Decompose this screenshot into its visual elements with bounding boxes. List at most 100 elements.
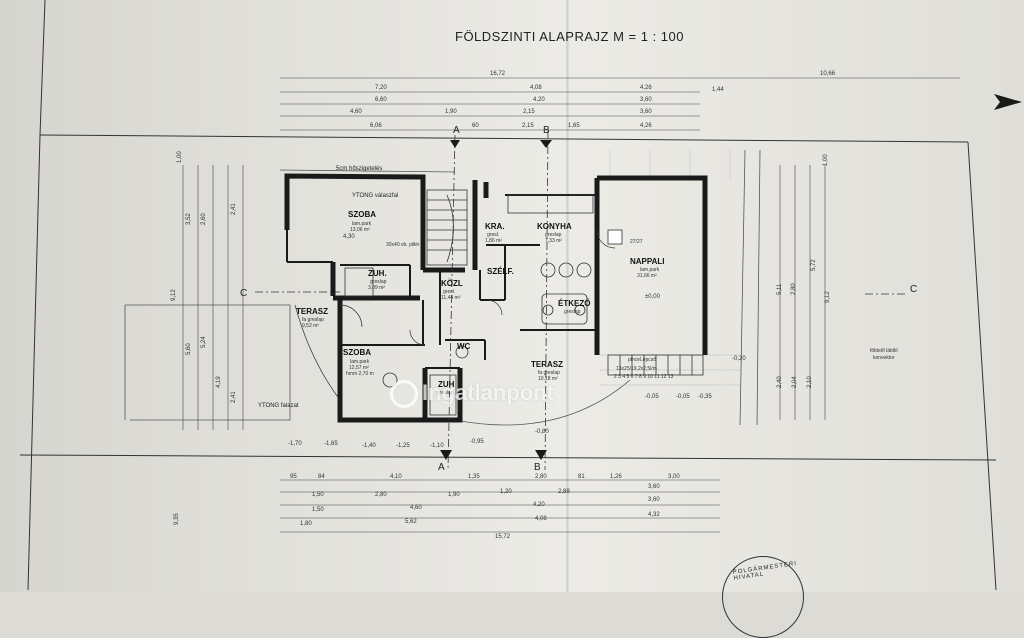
- svg-text:hmm 2,70 m: hmm 2,70 m: [346, 371, 374, 377]
- interior-walls: [286, 194, 597, 369]
- svg-text:5,11: 5,11: [777, 283, 783, 295]
- svg-text:84: 84: [318, 474, 325, 480]
- drawing-title: FÖLDSZINTI ALAPRAJZ M = 1 : 100: [455, 29, 684, 44]
- svg-text:fa greslap: fa greslap: [302, 317, 324, 323]
- note-pince: pinceLépcső: [628, 357, 656, 363]
- sheet-border: [19, 0, 997, 591]
- svg-text:3,60: 3,60: [640, 97, 652, 103]
- room-szoba-2: SZOBA: [343, 348, 371, 357]
- svg-text:3,09 m²: 3,09 m²: [368, 285, 385, 291]
- svg-text:9,35: 9,35: [174, 513, 180, 525]
- svg-text:±0,00: ±0,00: [645, 294, 661, 300]
- svg-text:11,44 m²: 11,44 m²: [441, 295, 461, 301]
- official-stamp: POLGÁRMESTERI HIVATAL: [722, 556, 804, 638]
- door-swings: [294, 229, 616, 401]
- svg-text:fa greslap: fa greslap: [538, 370, 560, 376]
- svg-text:2,80: 2,80: [535, 474, 547, 480]
- svg-text:4,08: 4,08: [535, 516, 547, 522]
- svg-text:10,66: 10,66: [820, 71, 836, 77]
- svg-text:1,20: 1,20: [500, 489, 512, 495]
- svg-text:5,60: 5,60: [186, 343, 192, 355]
- svg-text:3,60: 3,60: [648, 497, 660, 503]
- svg-text:-1,40: -1,40: [362, 443, 376, 449]
- bottom-dimensions: 95 84 4,10 1,35 2,80 81 1,26 3,00 1,50 2…: [174, 474, 680, 540]
- svg-text:5,62: 5,62: [405, 519, 417, 525]
- svg-text:greslap: greslap: [545, 232, 562, 238]
- svg-text:4,19: 4,19: [216, 376, 222, 388]
- note-steps: 2 3 4 5 6 7 8 9 10 11 12 13: [614, 374, 674, 380]
- room-konyha: KONYHA: [537, 222, 572, 231]
- paper-fold: [566, 0, 569, 592]
- svg-text:1,00: 1,00: [823, 154, 829, 166]
- svg-text:2,40: 2,40: [777, 376, 783, 388]
- svg-text:10,18 m²: 10,18 m²: [538, 376, 558, 382]
- svg-text:2,89: 2,89: [558, 489, 570, 495]
- section-lines: [255, 129, 905, 471]
- svg-text:3,00: 3,00: [668, 474, 680, 480]
- note-ytong-valaszfal: YTONG válaszfal: [352, 193, 398, 199]
- room-terasz-2: TERASZ: [531, 360, 563, 369]
- svg-text:1,80: 1,80: [300, 521, 312, 527]
- svg-text:1,50: 1,50: [312, 507, 324, 513]
- svg-text:4,20: 4,20: [533, 97, 545, 103]
- svg-text:2,80: 2,80: [375, 492, 387, 498]
- svg-text:greslap: greslap: [564, 309, 581, 315]
- note-kemeny: 27/27: [630, 239, 643, 245]
- svg-text:60: 60: [472, 123, 479, 129]
- note-konvektor: konvektor: [873, 355, 895, 361]
- svg-text:-0,05: -0,05: [676, 394, 690, 400]
- svg-text:3,60: 3,60: [640, 109, 652, 115]
- svg-text:81: 81: [578, 474, 585, 480]
- svg-text:7,33 m²: 7,33 m²: [545, 238, 562, 244]
- svg-text:1,00: 1,00: [177, 151, 183, 163]
- svg-text:-1,25: -1,25: [396, 443, 410, 449]
- exterior-walls: [284, 173, 708, 423]
- drawing-sheet: [0, 0, 1024, 592]
- svg-text:4,30: 4,30: [343, 234, 355, 240]
- right-dimension-lines: [779, 165, 826, 420]
- svg-text:1,86 m²: 1,86 m²: [485, 238, 502, 244]
- svg-text:16,72: 16,72: [490, 71, 506, 77]
- svg-text:gresl.: gresl.: [443, 289, 455, 295]
- svg-text:greslap: greslap: [370, 279, 387, 285]
- top-dimension-lines: [280, 77, 960, 131]
- svg-text:2,10: 2,10: [807, 376, 813, 388]
- top-dimensions: 16,72 10,66 7,20 4,08 4,26 1,44 6,60 4,2…: [350, 71, 836, 129]
- fixtures: [344, 194, 623, 416]
- level-marks: -1,70 -1,65 -1,40 -1,25 -1,10 -0,95 -0,8…: [288, 356, 746, 449]
- plan-notes: YTONG válaszfal YTONG falazat 5cm hőszig…: [258, 166, 898, 409]
- section-c-right: C: [910, 284, 917, 295]
- left-dimension-lines: [182, 165, 244, 430]
- svg-text:1,44: 1,44: [712, 87, 724, 93]
- svg-text:4,60: 4,60: [350, 109, 362, 115]
- svg-text:2,41: 2,41: [231, 203, 237, 215]
- svg-text:lam.park: lam.park: [352, 221, 372, 227]
- svg-text:2,60: 2,60: [201, 213, 207, 225]
- svg-text:1,65: 1,65: [568, 123, 580, 129]
- svg-text:2,15: 2,15: [522, 123, 534, 129]
- svg-text:1,26: 1,26: [610, 474, 622, 480]
- room-kozl: KÖZL: [441, 279, 463, 288]
- note-hoszigeteles: 5cm hőszigetelés: [336, 166, 382, 172]
- svg-text:9,12: 9,12: [825, 291, 831, 303]
- svg-text:7,20: 7,20: [375, 85, 387, 91]
- section-c-left: C: [240, 288, 247, 299]
- svg-text:4,08: 4,08: [530, 85, 542, 91]
- svg-text:9,12: 9,12: [171, 289, 177, 301]
- svg-text:5,72: 5,72: [811, 259, 817, 271]
- left-dimensions: 9,12 3,52 2,60 2,41 5,60 5,24 4,19 2,41 …: [171, 151, 237, 403]
- north-arrow-icon: [994, 94, 1022, 110]
- section-markers: A B A B C C: [240, 125, 917, 473]
- svg-text:greslap: greslap: [437, 390, 454, 396]
- room-terasz-1: TERASZ: [296, 307, 328, 316]
- note-szint: földelő láblló: [870, 348, 898, 354]
- svg-text:-1,10: -1,10: [430, 443, 444, 449]
- section-a-top: A: [453, 125, 460, 136]
- room-szelf: SZÉLF.: [487, 267, 514, 276]
- svg-text:31,66 m²: 31,66 m²: [637, 273, 657, 279]
- room-kra: KRA.: [485, 222, 505, 231]
- svg-text:4,32: 4,32: [648, 512, 660, 518]
- svg-text:2,80: 2,80: [791, 283, 797, 295]
- bottom-dimension-lines: [280, 479, 720, 533]
- svg-text:2,41: 2,41: [231, 391, 237, 403]
